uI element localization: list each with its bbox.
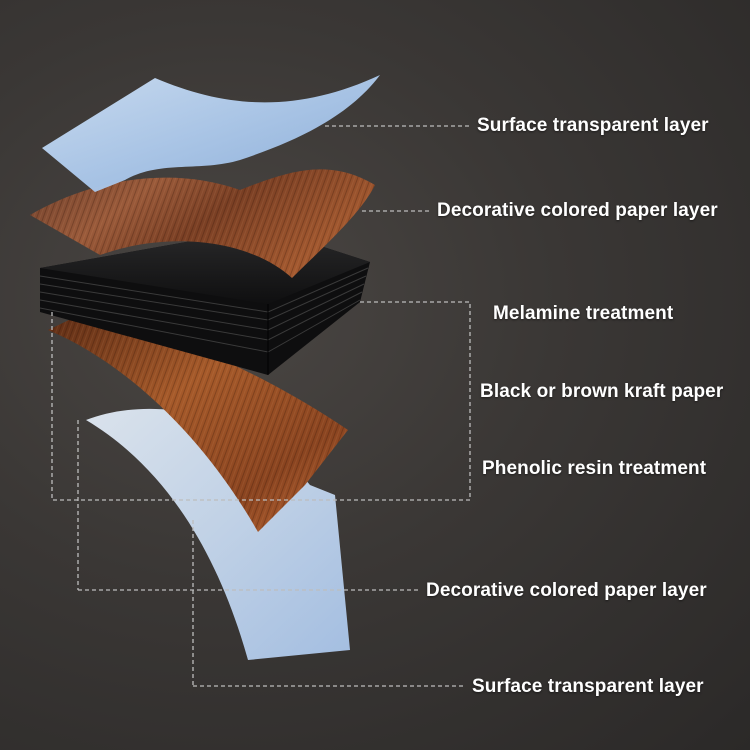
wood-grain-top: [30, 169, 375, 278]
label-melamine-treatment: Melamine treatment: [493, 303, 674, 324]
wood-grain-bottom: [48, 310, 348, 532]
label-decorative-colored-paper-layer-bottom: Decorative colored paper layer: [426, 580, 707, 601]
label-phenolic-resin-treatment: Phenolic resin treatment: [482, 458, 707, 479]
label-decorative-colored-paper-layer-top: Decorative colored paper layer: [437, 200, 718, 221]
leader-lines: [51, 125, 471, 687]
surface-transparent-sheet-top: [42, 75, 380, 192]
label-surface-transparent-layer-top: Surface transparent layer: [477, 115, 709, 136]
label-surface-transparent-layer-bottom: Surface transparent layer: [472, 676, 704, 697]
label-kraft-paper: Black or brown kraft paper: [480, 381, 724, 402]
